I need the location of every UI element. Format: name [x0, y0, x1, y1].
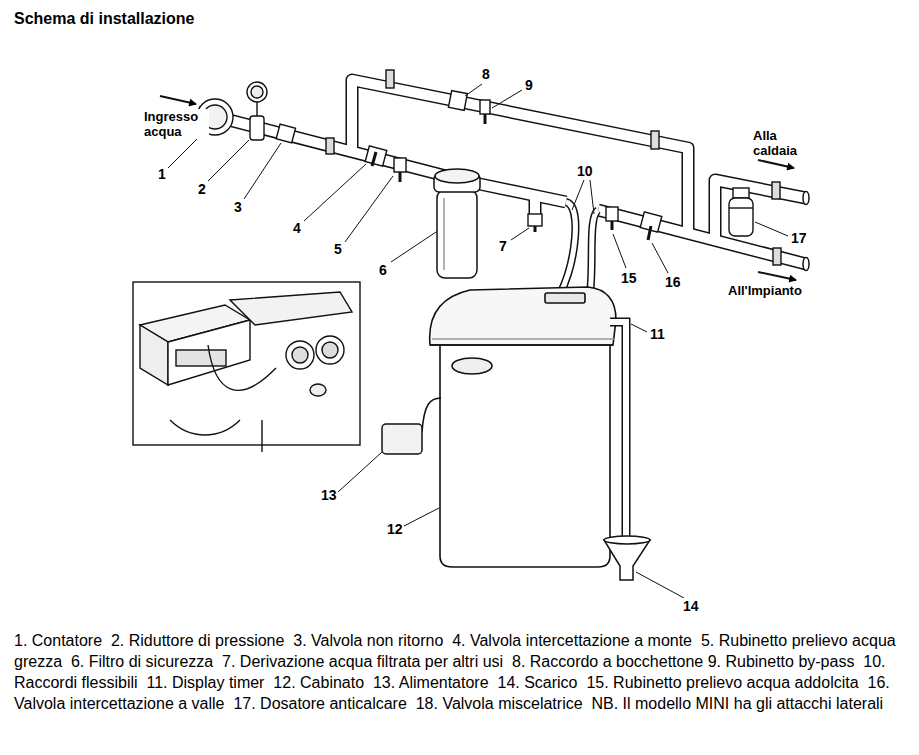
callout-number: 6: [378, 262, 388, 278]
callout-number: 10: [576, 163, 594, 179]
leader-lines: [168, 84, 788, 598]
callout-number: 9: [524, 77, 534, 93]
callout-number: 2: [197, 181, 207, 197]
drain: [604, 322, 650, 580]
pipes: [198, 80, 809, 271]
safety-filter: [434, 169, 480, 278]
callout-number: 15: [620, 270, 638, 286]
callout-number: 17: [790, 230, 808, 246]
callout-number: 11: [649, 326, 666, 342]
flow-arrows: [160, 96, 796, 280]
callout-number: 5: [333, 241, 343, 257]
callout-number: 3: [233, 199, 243, 215]
callout-number: 4: [292, 220, 302, 236]
flow-label: All'Impianto: [727, 283, 803, 298]
flow-label: Ingresso acqua: [143, 109, 209, 139]
detail-inset: [133, 282, 360, 452]
callout-number: 7: [498, 238, 508, 254]
flexible-hoses: [560, 202, 598, 294]
callout-number: 14: [682, 598, 700, 614]
diagram-title: Schema di installazione: [14, 9, 195, 29]
legend-caption: 1. Contatore 2. Riduttore di pressione 3…: [14, 630, 912, 714]
callout-number: 12: [386, 521, 404, 537]
callout-number: 16: [664, 274, 682, 290]
power-supply: [382, 398, 441, 454]
flow-label: Alla caldaia: [752, 128, 814, 158]
fittings: [197, 70, 781, 265]
callout-number: 1: [157, 166, 167, 182]
callout-number: 8: [481, 66, 491, 82]
callout-number: 13: [320, 487, 338, 503]
softener-cabinet: [430, 287, 616, 567]
